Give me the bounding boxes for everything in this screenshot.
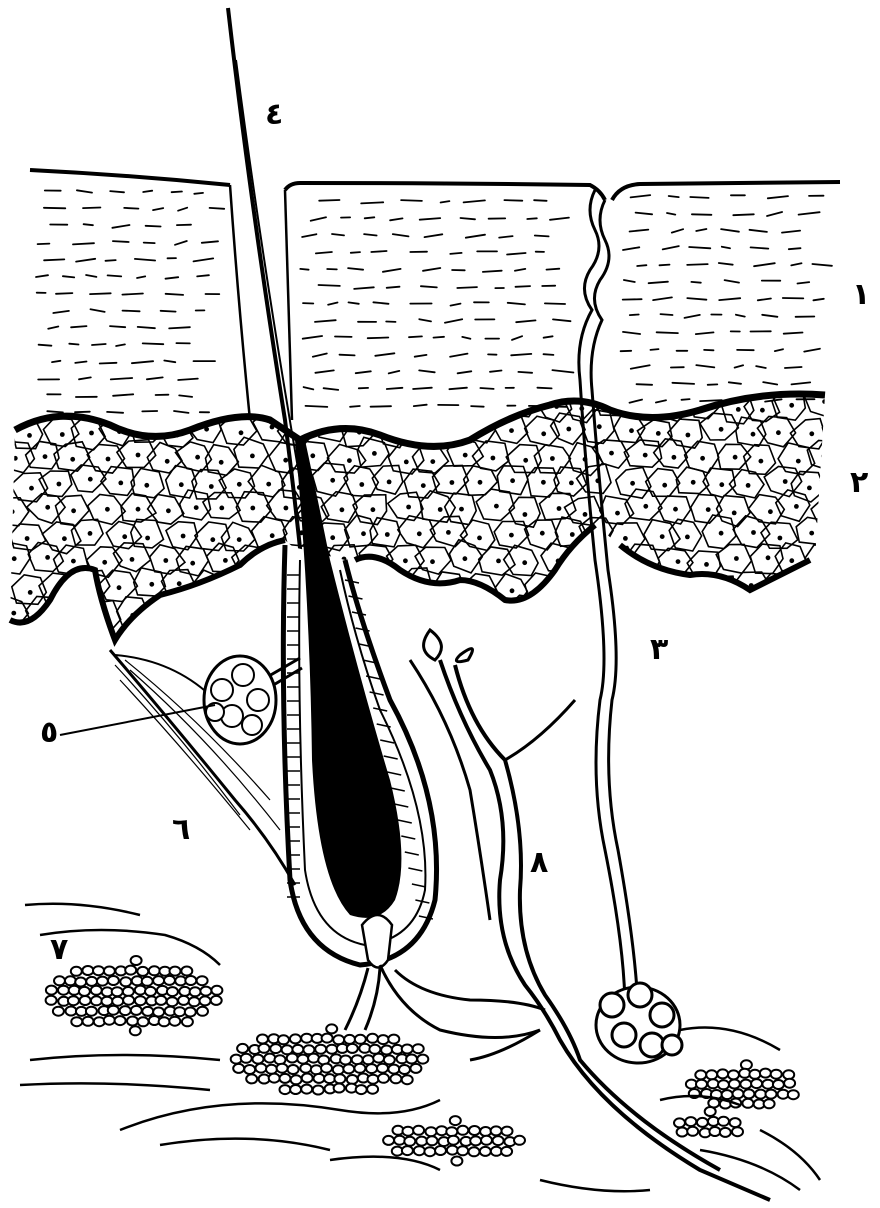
- sweat-duct: [579, 190, 638, 1010]
- label-1: ١: [852, 280, 870, 310]
- label-6: ٦: [172, 815, 190, 845]
- hair-follicle: [228, 8, 437, 968]
- label-7: ٧: [50, 935, 68, 965]
- label-3: ٣: [650, 635, 668, 665]
- label-4: ٤: [265, 100, 283, 130]
- label-5: ٥: [40, 718, 58, 748]
- sweat-gland-coil: [596, 983, 682, 1063]
- label-2: ٢: [850, 468, 868, 498]
- stratum-corneum: [15, 170, 840, 430]
- label-8: ٨: [530, 848, 548, 878]
- leader-line-5: [60, 705, 215, 735]
